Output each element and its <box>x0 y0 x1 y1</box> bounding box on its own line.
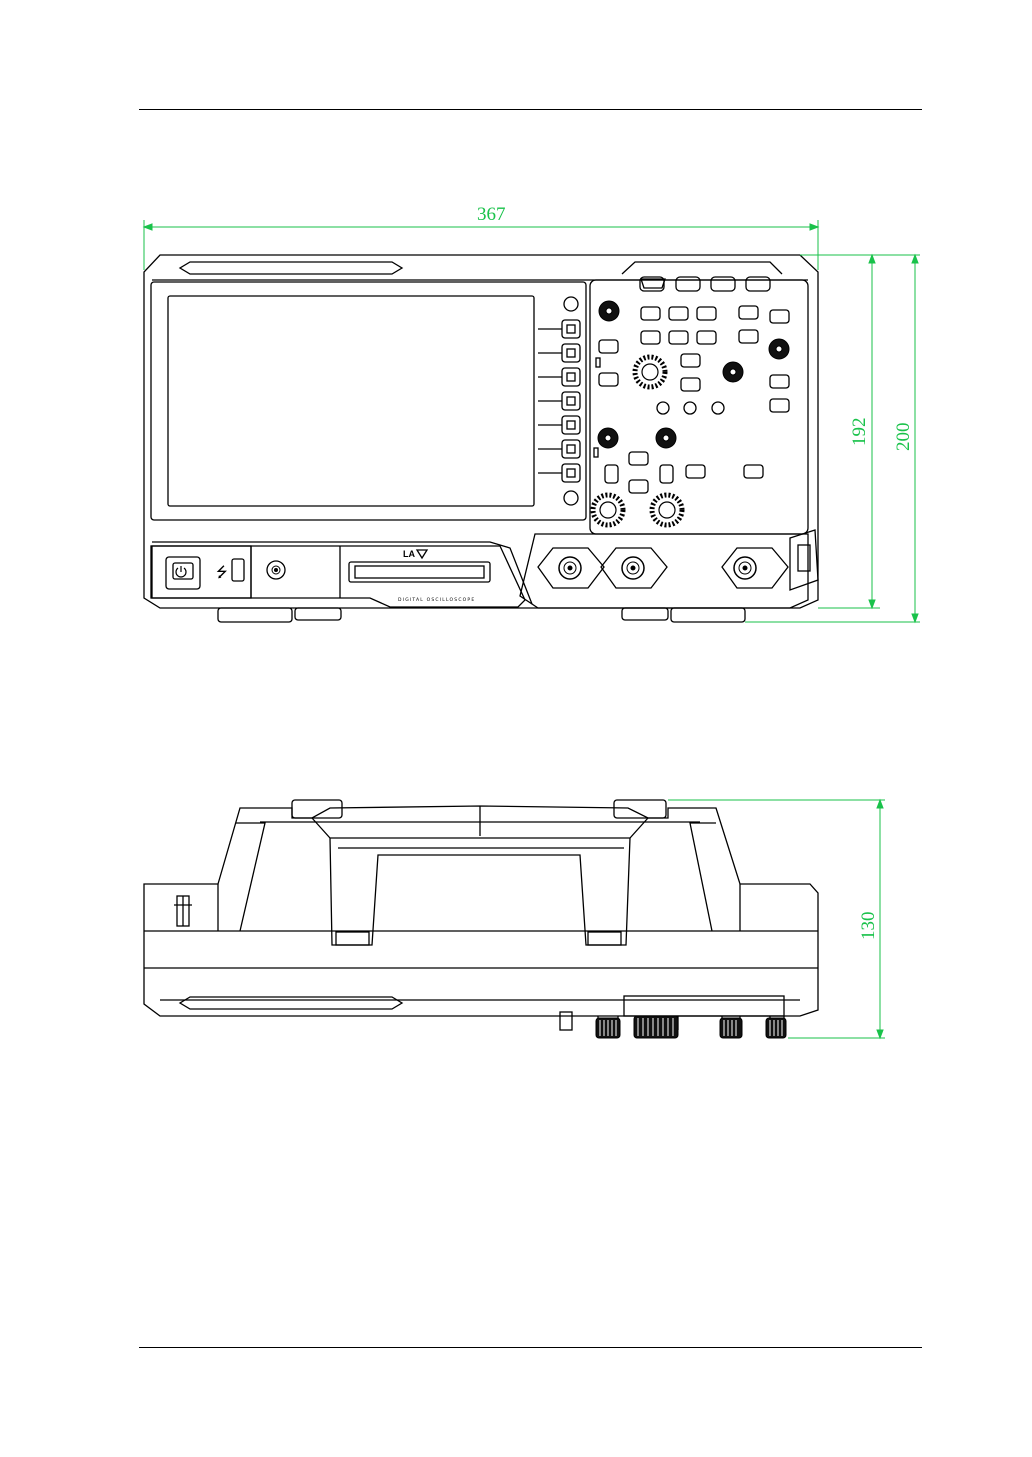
panel-button <box>770 399 789 412</box>
foot <box>622 608 668 620</box>
depth-dimension-label: 130 <box>858 912 879 941</box>
panel-button <box>641 307 660 320</box>
top-view-knobs <box>596 1016 786 1038</box>
panel-button <box>641 331 660 344</box>
screen-bezel <box>151 282 586 520</box>
knob-profile <box>720 1018 742 1038</box>
control-panel <box>590 280 808 534</box>
round-button <box>684 402 696 414</box>
softkey-5 <box>562 416 580 434</box>
softkey-7 <box>562 464 580 482</box>
usb-icon: ⭍ <box>216 565 228 581</box>
softkey-2 <box>562 344 580 362</box>
power-button-frame <box>166 557 200 589</box>
panel-button <box>697 331 716 344</box>
panel-button <box>660 465 673 483</box>
front-body-outline <box>144 255 818 608</box>
power-icon <box>176 566 186 577</box>
front-view <box>144 255 818 622</box>
triangle-icon <box>417 550 427 558</box>
softkey-4 <box>562 392 580 410</box>
panel-button <box>605 465 618 483</box>
usb-port <box>232 559 244 581</box>
foot <box>614 800 666 818</box>
panel-button <box>770 375 789 388</box>
round-button <box>657 402 669 414</box>
knob-profile <box>634 1016 678 1038</box>
front-handle-slot <box>180 997 402 1009</box>
panel-button <box>599 340 618 353</box>
softkey-3 <box>562 368 580 386</box>
panel-button <box>681 378 700 391</box>
top-right-notch <box>622 262 782 274</box>
top-key-d <box>746 277 770 291</box>
depth-dimensions <box>668 800 885 1038</box>
panel-indicator <box>596 358 600 367</box>
menu-off-button <box>564 491 578 505</box>
top-key-b <box>676 277 700 291</box>
top-handle-slot <box>180 262 402 274</box>
top-key-c <box>711 277 735 291</box>
panel-button <box>770 310 789 323</box>
brand-strip: DIGITAL OSCILLOSCOPE <box>398 597 475 603</box>
top-view <box>144 800 818 1030</box>
panel-button <box>669 331 688 344</box>
softkey-column <box>538 297 580 505</box>
panel-button <box>629 480 648 493</box>
la-connector <box>349 562 490 582</box>
la-label: LA <box>403 549 415 559</box>
panel-button <box>681 354 700 367</box>
panel-button <box>739 306 758 319</box>
height-outer-dimension-label: 200 <box>893 423 914 452</box>
panel-button <box>697 307 716 320</box>
panel-button <box>739 330 758 343</box>
panel-button <box>599 373 618 386</box>
knob-profile <box>766 1018 786 1038</box>
foot <box>218 608 292 622</box>
panel-button <box>669 307 688 320</box>
height-inner-dimension-label: 192 <box>849 418 870 447</box>
softkey-1 <box>562 320 580 338</box>
display-screen <box>168 296 534 506</box>
softkey-6 <box>562 440 580 458</box>
foot <box>295 608 341 620</box>
panel-button <box>744 465 763 478</box>
width-dimension-label: 367 <box>477 204 506 225</box>
round-button <box>712 402 724 414</box>
panel-indicator <box>594 448 598 457</box>
panel-button <box>629 452 648 465</box>
menu-toggle-button <box>564 297 578 311</box>
foot <box>671 608 745 622</box>
side-connector <box>790 530 818 590</box>
panel-button <box>686 465 705 478</box>
